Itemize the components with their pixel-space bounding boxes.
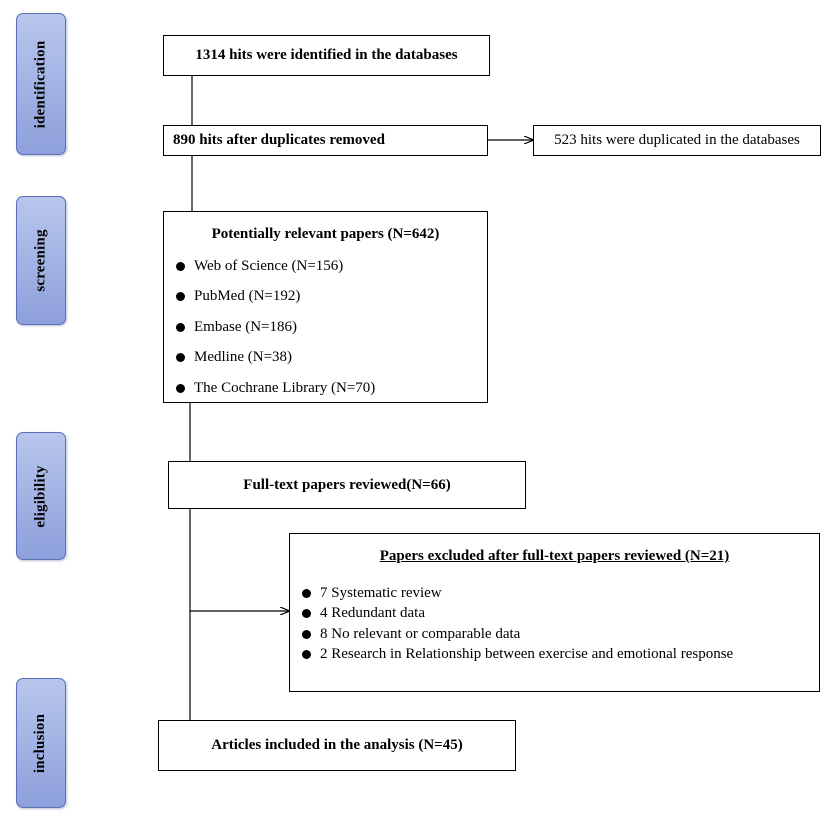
list-item: Embase (N=186) — [176, 312, 475, 343]
list-item: 2 Research in Relationship between exerc… — [302, 645, 807, 666]
stage-screening: screening — [16, 196, 66, 325]
bullet-icon — [176, 261, 185, 271]
exclusion-reasons-list: 7 Systematic review 4 Redundant data 8 N… — [302, 583, 807, 665]
bullet-icon — [302, 629, 311, 639]
stage-eligibility-label: eligibility — [32, 464, 49, 528]
list-item: 4 Redundant data — [302, 604, 807, 625]
stage-inclusion-label: inclusion — [32, 713, 49, 773]
box-fulltext-reviewed-text: Full-text papers reviewed(N=66) — [243, 476, 451, 493]
list-item: PubMed (N=192) — [176, 282, 475, 313]
bullet-icon — [176, 322, 185, 332]
box-excluded: Papers excluded after full-text papers r… — [289, 533, 820, 692]
excluded-title: Papers excluded after full-text papers r… — [379, 548, 730, 564]
database-list: Web of Science (N=156) PubMed (N=192) Em… — [176, 251, 475, 404]
list-item: 8 No relevant or comparable data — [302, 624, 807, 645]
bullet-icon — [176, 383, 185, 393]
bullet-icon — [176, 353, 185, 363]
list-item: Medline (N=38) — [176, 343, 475, 374]
box-identified: 1314 hits were identified in the databas… — [163, 35, 490, 76]
box-potentially-relevant: Potentially relevant papers (N=642) Web … — [163, 211, 488, 403]
box-after-duplicates: 890 hits after duplicates removed — [163, 125, 488, 156]
list-item: 7 Systematic review — [302, 583, 807, 604]
bullet-icon — [302, 609, 311, 619]
bullet-icon — [302, 588, 311, 598]
box-after-duplicates-text: 890 hits after duplicates removed — [173, 132, 385, 148]
relevant-title: Potentially relevant papers (N=642) — [211, 226, 440, 242]
stage-identification: identification — [16, 13, 66, 155]
box-included: Articles included in the analysis (N=45) — [158, 720, 516, 771]
box-duplicated: 523 hits were duplicated in the database… — [533, 125, 821, 156]
box-identified-text: 1314 hits were identified in the databas… — [195, 47, 458, 63]
box-included-text: Articles included in the analysis (N=45) — [211, 737, 463, 753]
box-fulltext-reviewed: Full-text papers reviewed(N=66) — [168, 461, 526, 509]
stage-screening-label: screening — [32, 229, 49, 292]
bullet-icon — [302, 650, 311, 660]
stage-eligibility: eligibility — [16, 432, 66, 560]
stage-identification-label: identification — [32, 40, 49, 128]
list-item: Web of Science (N=156) — [176, 251, 475, 282]
bullet-icon — [176, 292, 185, 302]
box-duplicated-text: 523 hits were duplicated in the database… — [554, 132, 800, 148]
stage-inclusion: inclusion — [16, 678, 66, 808]
list-item: The Cochrane Library (N=70) — [176, 373, 475, 404]
